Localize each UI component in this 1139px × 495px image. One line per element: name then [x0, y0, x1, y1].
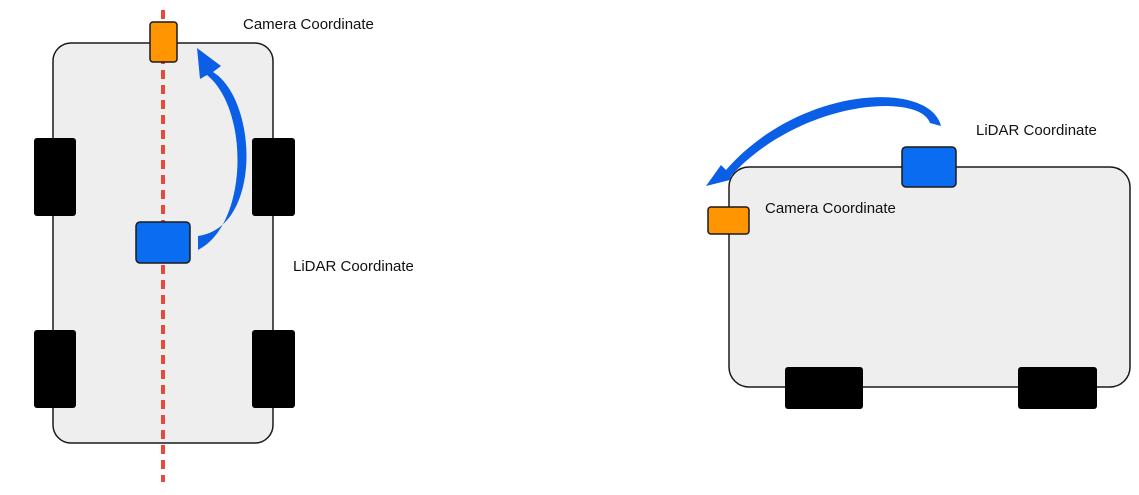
- rotation-arrow-top: [197, 48, 247, 250]
- top-view: Camera Coordinate LiDAR Coordinate: [34, 10, 414, 482]
- lidar-label-top: LiDAR Coordinate: [293, 258, 414, 275]
- camera-sensor-side: [707, 206, 750, 235]
- camera-label-top: Camera Coordinate: [243, 16, 374, 33]
- wheel-rear-side: [1018, 367, 1097, 409]
- lidar-sensor-side: [901, 146, 957, 188]
- side-view: LiDAR Coordinate Camera Coordinate: [706, 97, 1131, 409]
- wheel-front-left: [34, 138, 76, 216]
- lidar-label-side: LiDAR Coordinate: [976, 122, 1097, 139]
- wheel-rear-right: [252, 330, 295, 408]
- wheel-front-right: [252, 138, 295, 216]
- camera-label-side: Camera Coordinate: [765, 200, 896, 217]
- rotation-arrow-side: [706, 97, 941, 186]
- camera-sensor-top: [149, 21, 178, 63]
- wheel-rear-left: [34, 330, 76, 408]
- wheel-front-side: [785, 367, 863, 409]
- lidar-sensor-top: [135, 221, 191, 264]
